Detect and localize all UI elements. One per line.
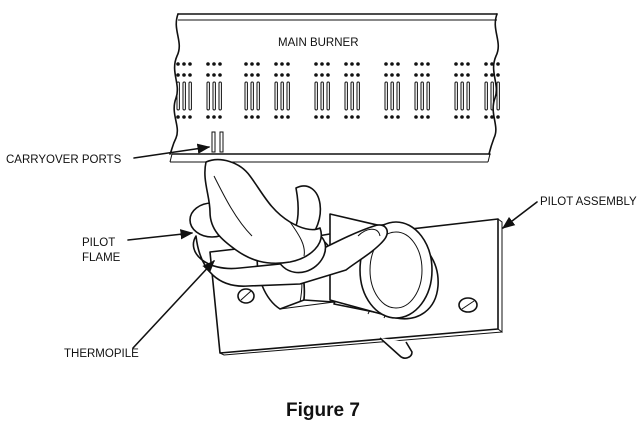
label-pilot-flame-line2: FLAME — [82, 252, 121, 264]
pilot-flame — [204, 158, 323, 265]
label-carryover-ports: CARRYOVER PORTS — [6, 154, 122, 166]
burner-port-groups — [176, 62, 500, 119]
callout-arrows — [127, 143, 538, 349]
label-pilot-flame-line1: PILOT — [82, 237, 115, 249]
burner-port-group — [244, 62, 290, 119]
figure-caption: Figure 7 — [286, 400, 360, 421]
burner-port-group — [176, 62, 222, 119]
label-pilot-assembly: PILOT ASSEMBLY — [540, 196, 637, 208]
burner-port-group — [454, 62, 500, 119]
burner-port-group — [314, 62, 360, 119]
label-main-burner: MAIN BURNER — [278, 37, 359, 49]
carryover-port-slots — [211, 131, 224, 153]
burner-port-group — [384, 62, 430, 119]
label-thermopile: THERMOPILE — [64, 348, 139, 360]
